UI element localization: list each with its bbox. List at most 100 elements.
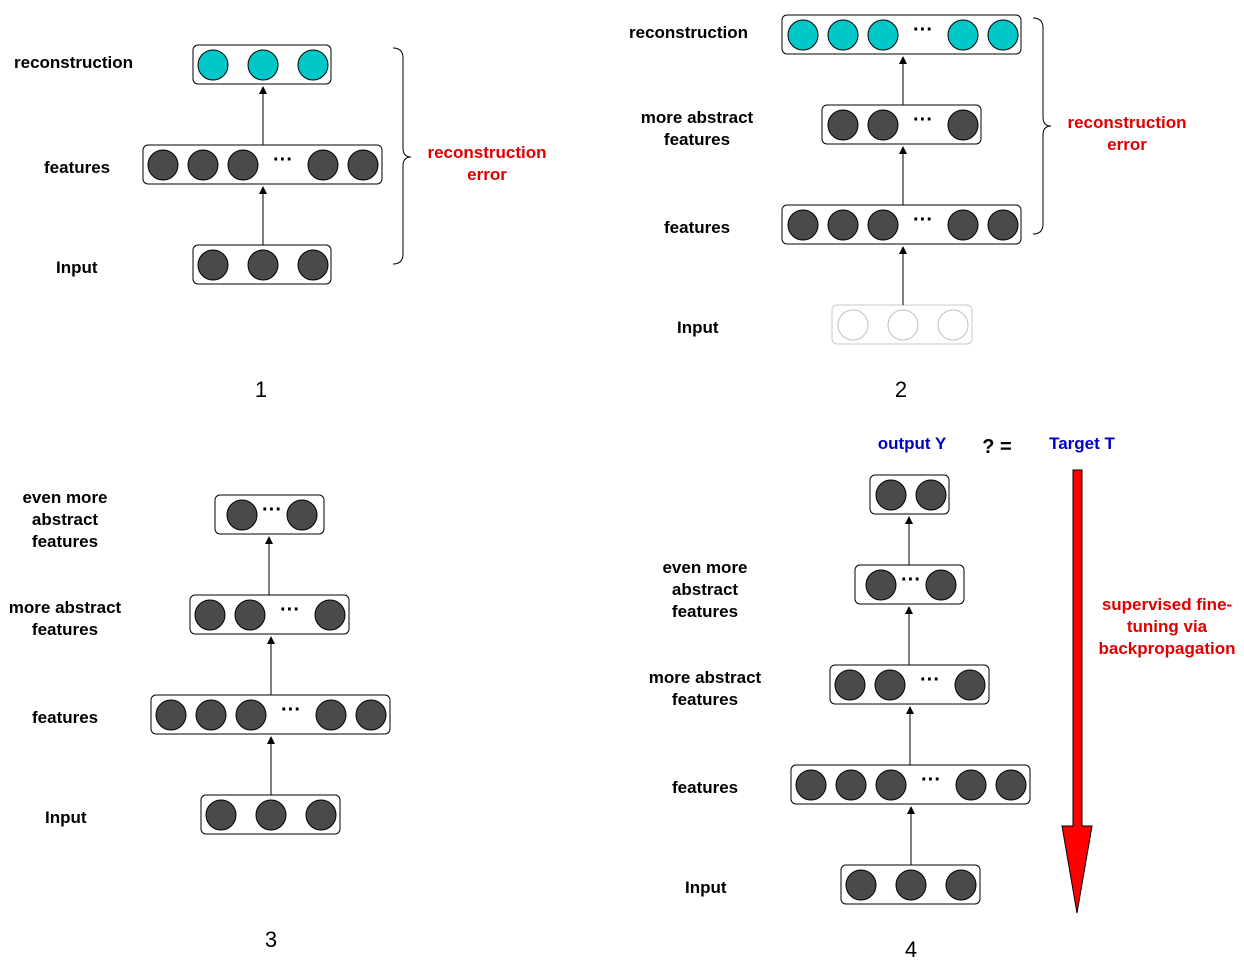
node-empty (937, 309, 969, 341)
ellipsis: ··· (913, 19, 933, 41)
ellipsis: ··· (273, 149, 293, 171)
node (845, 869, 877, 901)
node (895, 869, 927, 901)
node (226, 499, 258, 531)
node (347, 149, 379, 181)
label-more-abstract-line1: more abstract (9, 598, 122, 617)
label-reconstruction: reconstruction (14, 53, 133, 72)
panel-2: ··· ··· ··· recon (629, 14, 1187, 402)
node (834, 669, 866, 701)
label-even-more-line2: abstract (32, 510, 98, 529)
panel4-output-layer (869, 474, 950, 515)
node (297, 49, 329, 81)
node (795, 769, 827, 801)
node (235, 699, 267, 731)
node (247, 249, 279, 281)
reconstruction-error-line1: reconstruction (1067, 113, 1186, 132)
panel-4: ··· ··· ··· (649, 434, 1236, 962)
label-even-more-line3: features (672, 602, 738, 621)
node (875, 769, 907, 801)
node (787, 19, 819, 51)
label-input: Input (45, 808, 87, 827)
node (195, 699, 227, 731)
panel3-more-abstract-layer: ··· (189, 594, 350, 635)
label-target-t: Target T (1049, 434, 1115, 453)
node (255, 799, 287, 831)
label-more-abstract-line1: more abstract (649, 668, 762, 687)
label-even-more-line1: even more (22, 488, 107, 507)
panel4-more-abstract-layer: ··· (829, 664, 990, 705)
panel-1: ··· reconstruction features Input recons… (14, 44, 547, 402)
reconstruction-error-line2: error (467, 165, 507, 184)
node (297, 249, 329, 281)
node (867, 209, 899, 241)
label-features: features (32, 708, 98, 727)
node (867, 109, 899, 141)
node (947, 209, 979, 241)
node (954, 669, 986, 701)
ellipsis: ··· (901, 569, 921, 591)
label-input: Input (56, 258, 98, 277)
node-empty (887, 309, 919, 341)
finetune-line1: supervised fine- (1102, 595, 1232, 614)
ellipsis: ··· (913, 209, 933, 231)
node (197, 249, 229, 281)
node (987, 19, 1019, 51)
label-input: Input (685, 878, 727, 897)
node (787, 209, 819, 241)
label-output-y: output Y (878, 434, 947, 453)
panel4-even-more-layer: ··· (854, 564, 965, 605)
node (875, 479, 907, 511)
panel4-features-layer: ··· (790, 764, 1031, 805)
panel-number: 2 (895, 377, 907, 402)
panel2-reconstruction-layer: ··· (781, 14, 1022, 55)
label-even-more-line2: abstract (672, 580, 738, 599)
node (315, 699, 347, 731)
node (925, 569, 957, 601)
panel1-reconstruction-layer (192, 44, 332, 85)
backprop-arrow (1061, 469, 1093, 914)
node (874, 669, 906, 701)
node (307, 149, 339, 181)
node (234, 599, 266, 631)
node (305, 799, 337, 831)
node (827, 209, 859, 241)
node (205, 799, 237, 831)
label-more-abstract-line2: features (672, 690, 738, 709)
node (867, 19, 899, 51)
node (865, 569, 897, 601)
node (314, 599, 346, 631)
node (155, 699, 187, 731)
panel3-features-layer: ··· (150, 694, 391, 735)
finetune-line2: tuning via (1127, 617, 1208, 636)
label-features: features (664, 218, 730, 237)
brace (392, 47, 412, 265)
label-more-abstract-line2: features (664, 130, 730, 149)
node (286, 499, 318, 531)
panel-number: 1 (255, 377, 267, 402)
panel-number: 4 (905, 937, 917, 962)
reconstruction-error-line2: error (1107, 135, 1147, 154)
label-even-more-line3: features (32, 532, 98, 551)
ellipsis: ··· (280, 599, 300, 621)
brace (1032, 17, 1052, 235)
ellipsis: ··· (262, 499, 282, 521)
node (835, 769, 867, 801)
label-input: Input (677, 318, 719, 337)
node (355, 699, 387, 731)
label-features: features (44, 158, 110, 177)
panel4-input-layer (840, 864, 981, 905)
node (187, 149, 219, 181)
node (197, 49, 229, 81)
panel2-features-layer: ··· (781, 204, 1022, 245)
panel-number: 3 (265, 927, 277, 952)
node (987, 209, 1019, 241)
node-empty (837, 309, 869, 341)
ellipsis: ··· (281, 699, 301, 721)
panel1-input-layer (192, 244, 332, 285)
node (247, 49, 279, 81)
node (945, 869, 977, 901)
label-more-abstract-line1: more abstract (641, 108, 754, 127)
node (147, 149, 179, 181)
